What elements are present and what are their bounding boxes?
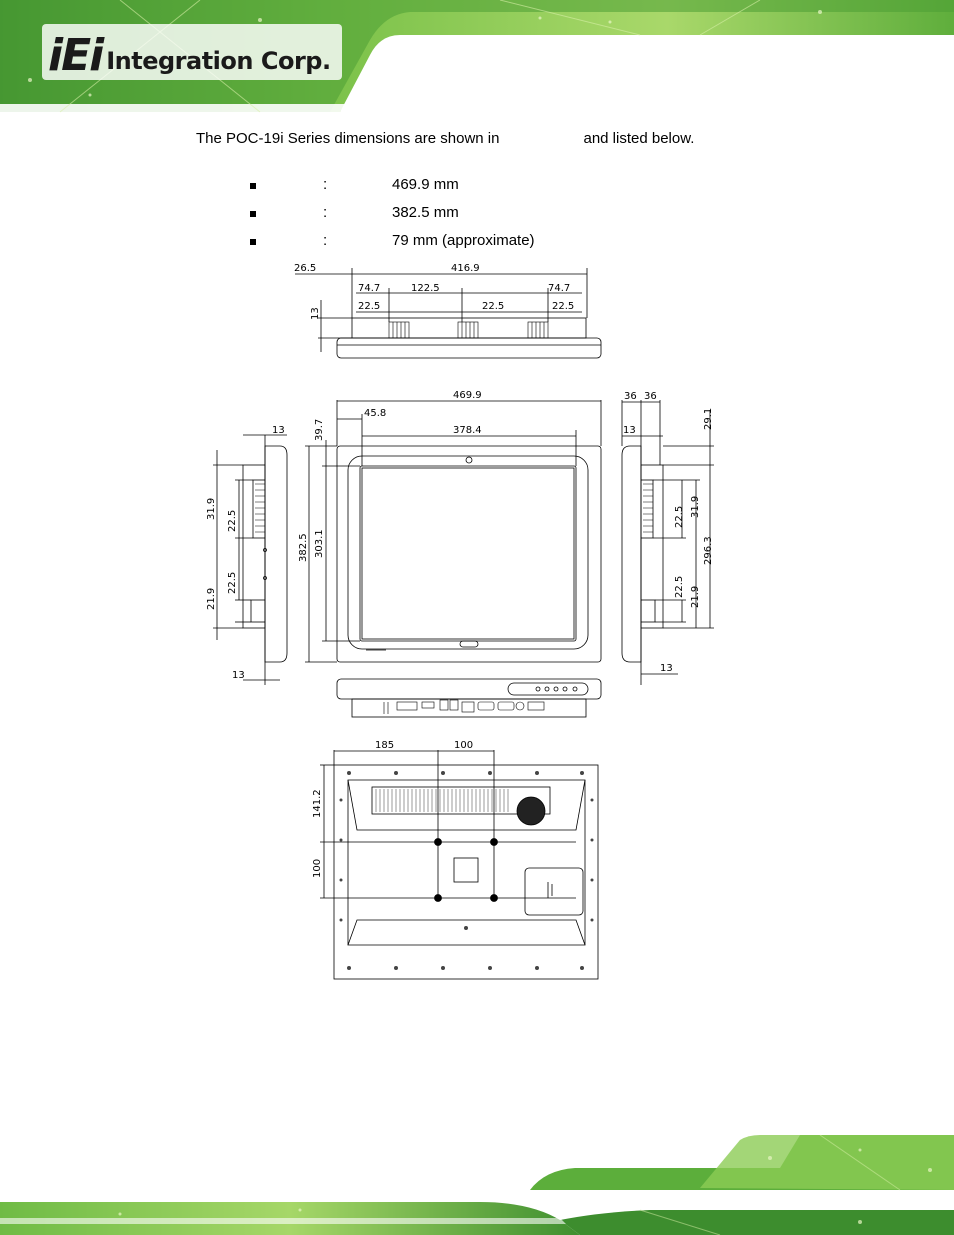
dim-label: 122.5 bbox=[411, 283, 440, 294]
dim-label: 296.3 bbox=[703, 536, 714, 565]
bullet-icon bbox=[250, 183, 256, 189]
dim-label: 100 bbox=[454, 740, 473, 751]
dim-label: 185 bbox=[375, 740, 394, 751]
dimension-value: 79 mm (approximate) bbox=[392, 232, 535, 249]
dim-label: 45.8 bbox=[364, 408, 386, 419]
dimension-list: : 469.9 mm : 382.5 mm : 79 mm (approxima… bbox=[250, 176, 650, 260]
dimension-value: 382.5 mm bbox=[392, 204, 459, 221]
dim-label: 22.5 bbox=[674, 506, 685, 528]
dimension-colon: : bbox=[323, 176, 328, 193]
dim-label: 100 bbox=[312, 859, 323, 878]
dim-label: 141.2 bbox=[312, 789, 323, 818]
dim-label: 13 bbox=[310, 307, 321, 320]
dimension-colon: : bbox=[323, 232, 328, 249]
dim-label: 22.5 bbox=[552, 301, 574, 312]
dim-label: 21.9 bbox=[206, 588, 217, 610]
dim-label: 29.1 bbox=[703, 408, 714, 430]
list-item: : 382.5 mm bbox=[250, 204, 650, 232]
dim-label: 13 bbox=[623, 425, 636, 436]
dim-label: 22.5 bbox=[674, 576, 685, 598]
dim-label: 74.7 bbox=[548, 283, 570, 294]
dim-label: 31.9 bbox=[690, 496, 701, 518]
company-logo: iEi Integration Corp. bbox=[48, 28, 331, 78]
intro-text-before: The POC-19i Series dimensions are shown … bbox=[196, 130, 500, 147]
dimension-colon: : bbox=[323, 204, 328, 221]
bullet-icon bbox=[250, 211, 256, 217]
dim-label: 13 bbox=[232, 670, 245, 681]
logo-mark: iEi bbox=[48, 30, 104, 81]
dim-label: 22.5 bbox=[227, 510, 238, 532]
dim-label: 36 bbox=[624, 391, 637, 402]
dim-label: 31.9 bbox=[206, 498, 217, 520]
bullet-icon bbox=[250, 239, 256, 245]
logo-text: Integration Corp. bbox=[106, 47, 331, 75]
dim-label: 36 bbox=[644, 391, 657, 402]
dim-label: 21.9 bbox=[690, 586, 701, 608]
dim-label: 303.1 bbox=[314, 529, 325, 558]
intro-text-after: and listed below. bbox=[583, 130, 695, 147]
intro-paragraph: The POC-19i Series dimensions are shown … bbox=[196, 130, 694, 147]
dim-label: 469.9 bbox=[453, 390, 482, 401]
dim-label: 416.9 bbox=[451, 263, 480, 274]
dim-label: 382.5 bbox=[298, 533, 309, 562]
dimension-value: 469.9 mm bbox=[392, 176, 459, 193]
list-item: : 79 mm (approximate) bbox=[250, 232, 650, 260]
list-item: : 469.9 mm bbox=[250, 176, 650, 204]
dim-label: 13 bbox=[660, 663, 673, 674]
dim-label: 13 bbox=[272, 425, 285, 436]
dim-label: 378.4 bbox=[453, 425, 482, 436]
dim-label: 22.5 bbox=[358, 301, 380, 312]
dim-label: 74.7 bbox=[358, 283, 380, 294]
header-banner bbox=[0, 0, 954, 113]
footer-banner bbox=[0, 1134, 954, 1235]
dim-label: 26.5 bbox=[294, 263, 316, 274]
dim-label: 22.5 bbox=[482, 301, 504, 312]
dim-label: 22.5 bbox=[227, 572, 238, 594]
dim-label: 39.7 bbox=[314, 419, 325, 441]
